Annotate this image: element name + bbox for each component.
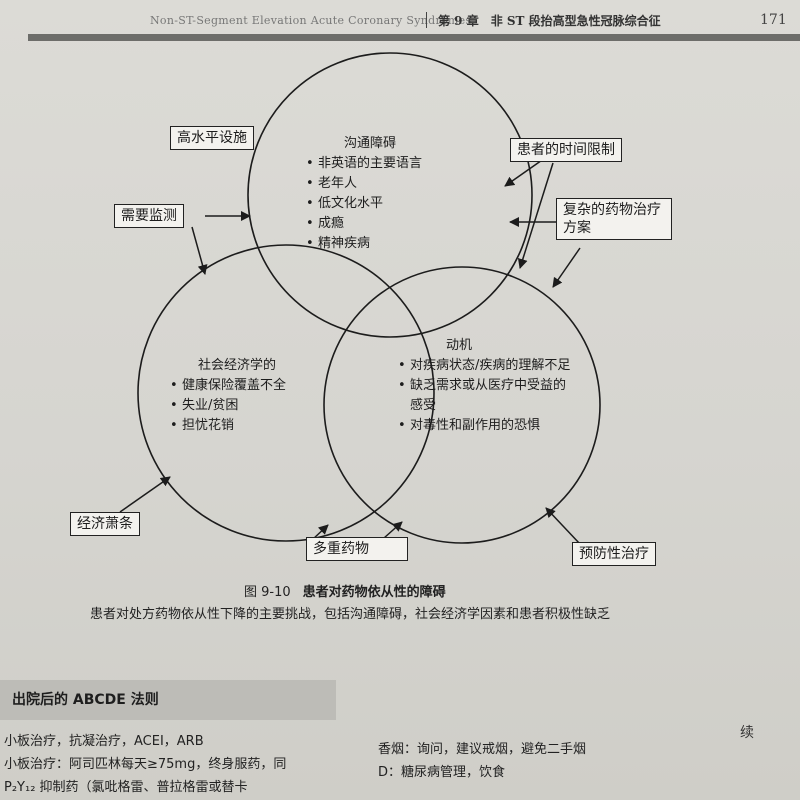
list-item: 非英语的主要语言 — [306, 154, 422, 174]
box-preventive-therapy: 预防性治疗 — [572, 542, 656, 566]
motivation-title: 动机 — [446, 338, 473, 353]
box-economic-recession: 经济萧条 — [70, 512, 140, 536]
header-rule — [28, 34, 800, 41]
arrow-regimen-to-motivation — [552, 247, 581, 288]
sidebar-line: 小板治疗，抗凝治疗，ACEI，ARB — [4, 734, 204, 749]
list-item: 低文化水平 — [306, 194, 422, 214]
sidebar-heading: 出院后的 ABCDE 法则 — [0, 680, 336, 720]
list-item: 成瘾 — [306, 214, 422, 234]
socioeconomic-title: 社会经济学的 — [198, 358, 277, 373]
circle-communication — [247, 52, 533, 338]
figure-number: 图 9-10 — [244, 585, 291, 600]
arrow-recession-to-socioeconomic — [119, 476, 171, 513]
sidebar-right-column: 香烟：询问，建议戒烟，避免二手烟 D：糖尿病管理，饮食 — [378, 738, 678, 784]
communication-title: 沟通障碍 — [344, 136, 397, 151]
arrow-time-to-communication — [504, 157, 546, 187]
sidebar-line: 香烟：询问，建议戒烟，避免二手烟 — [378, 742, 587, 757]
running-title-en: Non-ST-Segment Elevation Acute Coronary … — [150, 14, 472, 27]
arrow-monitoring-to-socioeconomic — [191, 226, 208, 275]
arrow-preventive-to-motivation — [545, 507, 581, 545]
circle-motivation — [323, 266, 601, 544]
continued-marker: 续 — [740, 725, 754, 741]
communication-barriers: 沟通障碍 非英语的主要语言 老年人 低文化水平 成瘾 精神疾病 — [306, 134, 422, 254]
list-item: 精神疾病 — [306, 234, 422, 254]
sidebar-line: 小板治疗：阿司匹林每天≥75mg，终身服药，同 — [4, 757, 287, 772]
socioeconomic-factors: 社会经济学的 健康保险覆盖不全 失业/贫困 担忧花销 — [170, 356, 286, 436]
sidebar-line: D：糖尿病管理，饮食 — [378, 765, 506, 780]
list-item: 对毒性和副作用的恐惧 — [398, 416, 574, 436]
figure-title: 患者对药物依从性的障碍 — [302, 585, 446, 600]
sidebar-line: P₂Y₁₂ 抑制药（氯吡格雷、普拉格雷或替卡 — [4, 780, 248, 795]
figure-caption: 图 9-10 患者对药物依从性的障碍 — [244, 581, 446, 600]
communication-list: 非英语的主要语言 老年人 低文化水平 成瘾 精神疾病 — [306, 154, 422, 254]
list-item: 老年人 — [306, 174, 422, 194]
running-title-cn: 第 9 章 非 ST 段抬高型急性冠脉综合征 — [438, 14, 661, 28]
figure-description: 患者对处方药物依从性下降的主要挑战，包括沟通障碍，社会经济学因素和患者积极性缺乏 — [90, 607, 611, 622]
list-item: 健康保险覆盖不全 — [170, 376, 286, 396]
motivation-list: 对疾病状态/疾病的理解不足 缺乏需求或从医疗中受益的感受 对毒性和副作用的恐惧 — [398, 356, 574, 436]
list-item: 缺乏需求或从医疗中受益的感受 — [398, 376, 574, 416]
header-divider — [426, 12, 427, 28]
box-high-level-facilities: 高水平设施 — [170, 126, 254, 150]
socioeconomic-list: 健康保险覆盖不全 失业/贫困 担忧花销 — [170, 376, 286, 436]
list-item: 担忧花销 — [170, 416, 286, 436]
box-polypharmacy: 多重药物 — [306, 537, 408, 561]
list-item: 失业/贫困 — [170, 396, 286, 416]
sidebar-left-column: 小板治疗，抗凝治疗，ACEI，ARB 小板治疗：阿司匹林每天≥75mg，终身服药… — [4, 730, 344, 799]
box-patient-time-limits: 患者的时间限制 — [510, 138, 622, 162]
box-complex-regimen: 复杂的药物治疗方案 — [556, 198, 672, 240]
page-number: 171 — [760, 12, 787, 28]
box-monitoring-needed: 需要监测 — [114, 204, 184, 228]
arrow-polypharmacy-to-motivation — [383, 521, 403, 539]
motivation-factors: 动机 对疾病状态/疾病的理解不足 缺乏需求或从医疗中受益的感受 对毒性和副作用的… — [398, 336, 574, 436]
list-item: 对疾病状态/疾病的理解不足 — [398, 356, 574, 376]
arrow-time-to-motivation — [517, 162, 554, 269]
